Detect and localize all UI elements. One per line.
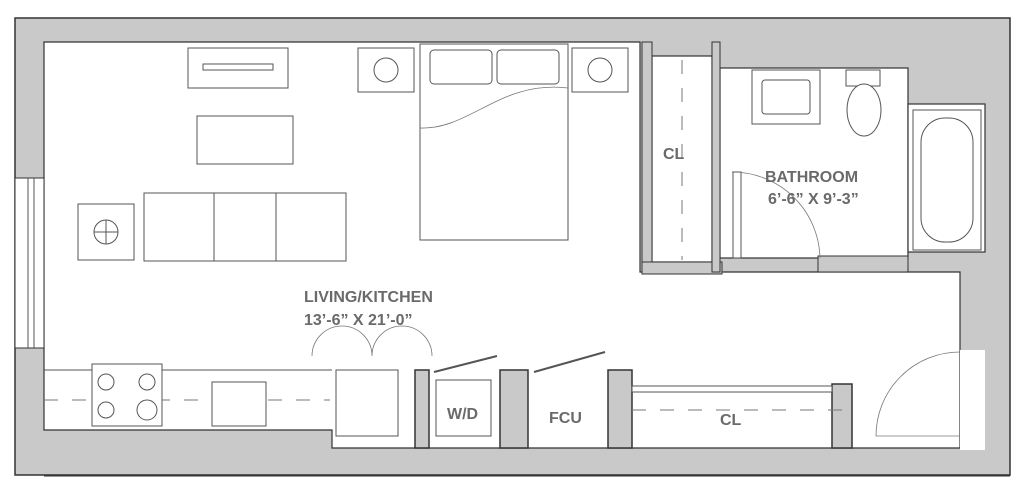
- pillow: [429, 49, 493, 85]
- refrigerator: [335, 369, 399, 437]
- bed-sheet-fold: [419, 86, 569, 129]
- wall: [831, 383, 853, 449]
- lamp-icon: [587, 57, 613, 83]
- fridge-door-swing: [311, 325, 433, 357]
- entry-door-opening[interactable]: [960, 350, 985, 450]
- wd-label: W/D: [447, 406, 478, 423]
- bathroom-door-swing[interactable]: [731, 171, 821, 259]
- pillow: [496, 49, 560, 85]
- wall: [499, 369, 529, 449]
- burner-icon: [138, 373, 156, 391]
- closet-wall: [641, 261, 723, 275]
- burner-icon: [97, 401, 115, 419]
- tv: [202, 63, 274, 71]
- window: [14, 177, 45, 349]
- closet-door[interactable]: [631, 385, 833, 393]
- toilet-icon: [846, 83, 882, 137]
- entry-door-swing[interactable]: [875, 351, 961, 437]
- lamp-icon: [373, 57, 399, 83]
- fcu-door[interactable]: [533, 351, 606, 373]
- sink-icon: [761, 79, 811, 115]
- closet-left-wall: [641, 41, 653, 263]
- wall: [607, 369, 633, 449]
- bathroom-label: BATHROOM: [765, 169, 858, 186]
- burner-icon: [136, 399, 158, 421]
- kitchen-sink-icon: [211, 381, 267, 427]
- upper-closet-label: CL: [663, 146, 685, 163]
- tub-basin: [920, 117, 974, 243]
- closet-right-wall: [711, 41, 721, 273]
- sofa: [143, 192, 347, 262]
- bath-wall: [817, 255, 909, 273]
- bathroom-dims: 6’-6” X 9’-3”: [768, 191, 859, 208]
- bathroom-door[interactable]: [732, 171, 742, 259]
- burner-icon: [97, 373, 115, 391]
- living-dims: 13’-6” X 21’-0”: [304, 312, 413, 329]
- wd-door[interactable]: [433, 355, 498, 373]
- lower-closet-label: CL: [720, 412, 742, 429]
- washer-dryer[interactable]: [435, 379, 492, 437]
- coffee-table: [196, 115, 294, 165]
- living-label: LIVING/KITCHEN: [304, 289, 433, 306]
- fcu-label: FCU: [549, 410, 582, 427]
- wall: [414, 369, 430, 449]
